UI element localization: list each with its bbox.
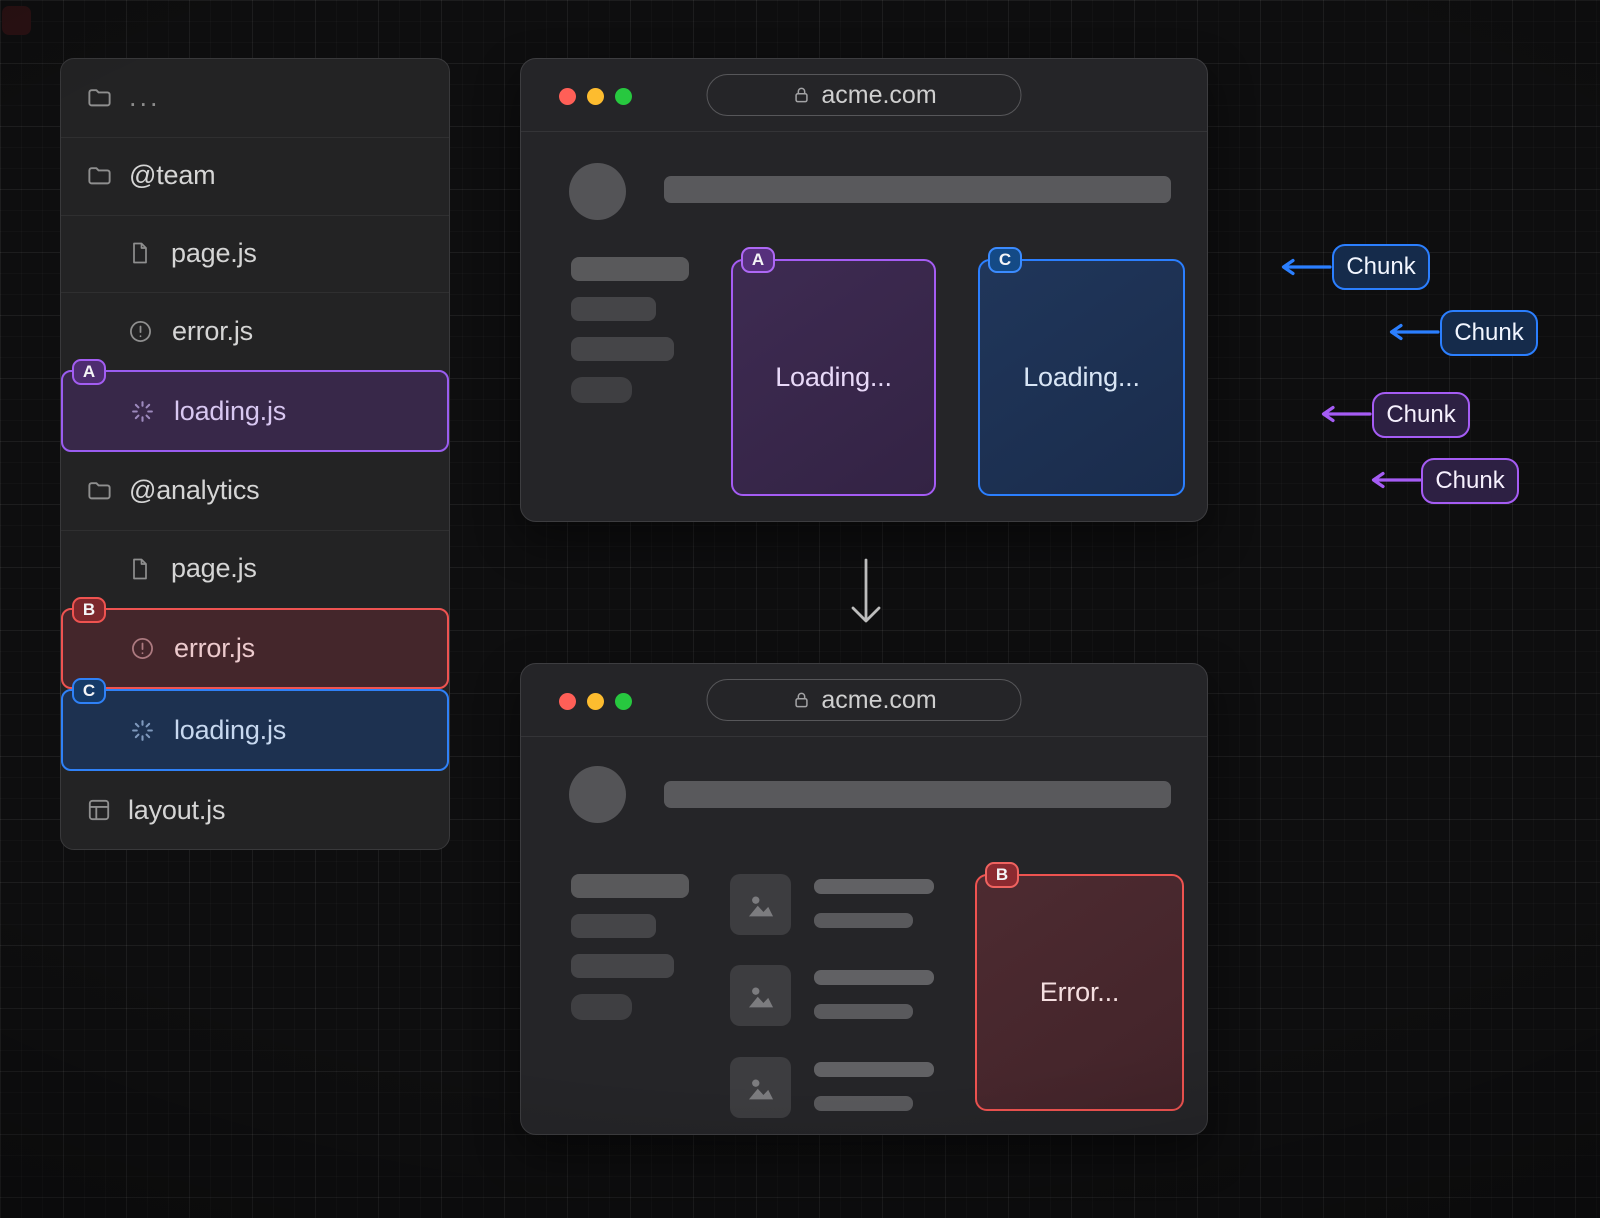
close-button[interactable]	[559, 693, 576, 710]
folder-icon	[86, 84, 113, 111]
tree-row-analytics[interactable]: @analytics	[61, 452, 449, 530]
image-placeholder-icon	[730, 874, 791, 935]
browser-content: A Loading... C Loading...	[521, 132, 1207, 521]
tree-row-loading-analytics[interactable]: C loading.js	[61, 678, 449, 772]
tree-row-error-analytics[interactable]: B error.js	[61, 596, 449, 690]
minimize-button[interactable]	[587, 693, 604, 710]
loading-card-c: C Loading...	[978, 247, 1185, 496]
lock-icon	[791, 690, 811, 710]
lock-icon	[791, 85, 811, 105]
url-bar[interactable]: acme.com	[706, 679, 1022, 721]
tree-row-ellipsis[interactable]: ...	[61, 59, 449, 137]
tree-item-label: page.js	[171, 237, 257, 268]
navbar-skeleton	[664, 781, 1171, 808]
traffic-lights	[559, 693, 632, 710]
chunk-badge: Chunk	[1440, 310, 1538, 356]
error-text: Error...	[1039, 977, 1120, 1007]
zoom-button[interactable]	[615, 693, 632, 710]
arrow-left-icon	[1362, 471, 1422, 489]
avatar	[569, 163, 626, 220]
decorative-square	[2, 6, 31, 35]
tree-row-team[interactable]: @team	[61, 137, 449, 215]
chunk-badge: Chunk	[1372, 392, 1470, 438]
image-placeholder-icon	[730, 965, 791, 1026]
label-badge-c: C	[988, 247, 1022, 273]
spinner-icon	[130, 399, 155, 424]
tree-item-label: error.js	[172, 315, 253, 346]
label-badge-a: A	[72, 359, 106, 386]
text-skeleton	[814, 970, 934, 985]
navbar-skeleton	[664, 176, 1171, 203]
loading-text: Loading...	[775, 362, 892, 392]
arrow-left-icon	[1312, 405, 1372, 423]
tree-item-label: page.js	[171, 553, 257, 584]
avatar	[569, 766, 626, 823]
skeleton-bar	[571, 377, 632, 403]
tree-row-page-team[interactable]: page.js	[61, 215, 449, 293]
arrow-down-icon	[848, 556, 884, 636]
label-badge-b: B	[72, 596, 106, 623]
file-icon	[128, 557, 152, 581]
loading-card-a: A Loading...	[731, 247, 936, 496]
skeleton-bar	[571, 337, 674, 361]
chunk-label: Chunk	[1435, 467, 1505, 494]
tree-item-label: @team	[129, 160, 216, 191]
zoom-button[interactable]	[615, 88, 632, 105]
file-tree-panel: ... @team page.js error.js A loading.js …	[60, 58, 450, 850]
folder-icon	[86, 162, 113, 189]
text-skeleton	[814, 913, 913, 928]
close-button[interactable]	[559, 88, 576, 105]
minimize-button[interactable]	[587, 88, 604, 105]
browser-content: B Error...	[521, 737, 1207, 1134]
skeleton-bar	[571, 994, 632, 1020]
label-badge-c: C	[72, 678, 106, 705]
chunk-label: Chunk	[1346, 253, 1416, 280]
text-skeleton	[814, 879, 934, 894]
browser-titlebar: acme.com	[521, 664, 1207, 737]
chunk-badge: Chunk	[1421, 458, 1519, 504]
image-placeholder-icon	[730, 1057, 791, 1118]
chunk-label: Chunk	[1386, 401, 1456, 428]
spinner-icon	[130, 718, 155, 743]
arrow-left-icon	[1272, 258, 1332, 276]
tree-item-label: loading.js	[174, 714, 287, 745]
browser-window-loading: acme.com A Loading... C Loading...	[520, 58, 1208, 522]
traffic-lights	[559, 88, 632, 105]
tree-row-error-team[interactable]: error.js	[61, 292, 449, 370]
label-badge-b: B	[985, 862, 1019, 888]
error-card-b: B Error...	[975, 862, 1184, 1111]
tree-row-page-analytics[interactable]: page.js	[61, 530, 449, 608]
alert-icon	[128, 319, 153, 344]
chunk-label: Chunk	[1454, 319, 1524, 346]
url-bar[interactable]: acme.com	[706, 74, 1022, 116]
tree-item-label: loading.js	[174, 395, 287, 426]
skeleton-bar	[571, 954, 674, 978]
text-skeleton	[814, 1062, 934, 1077]
tree-item-label: ...	[129, 82, 161, 113]
tree-item-label: error.js	[174, 632, 255, 663]
chunk-badge: Chunk	[1332, 244, 1430, 290]
label-badge-a: A	[741, 247, 775, 273]
tree-item-label: layout.js	[128, 794, 226, 825]
url-text: acme.com	[821, 685, 937, 714]
skeleton-bar	[571, 257, 689, 281]
browser-titlebar: acme.com	[521, 59, 1207, 132]
url-text: acme.com	[821, 80, 937, 109]
skeleton-bar	[571, 297, 656, 321]
file-icon	[128, 241, 152, 265]
skeleton-bar	[571, 874, 689, 898]
browser-window-error: acme.com B Error...	[520, 663, 1208, 1135]
tree-row-loading-team[interactable]: A loading.js	[61, 359, 449, 452]
skeleton-bar	[571, 914, 656, 938]
loading-text: Loading...	[1023, 362, 1140, 392]
arrow-left-icon	[1380, 323, 1440, 341]
alert-icon	[130, 636, 155, 661]
folder-icon	[86, 477, 113, 504]
tree-row-layout[interactable]: layout.js	[61, 771, 449, 849]
layout-icon	[86, 797, 112, 823]
text-skeleton	[814, 1096, 913, 1111]
text-skeleton	[814, 1004, 913, 1019]
tree-item-label: @analytics	[129, 475, 260, 506]
